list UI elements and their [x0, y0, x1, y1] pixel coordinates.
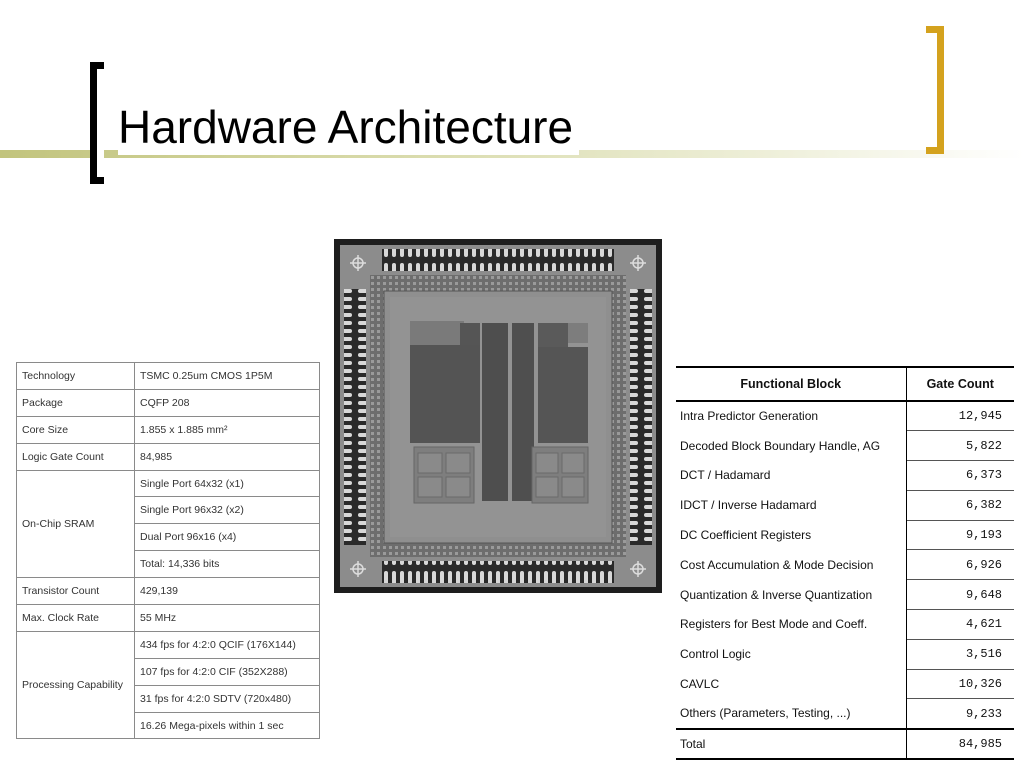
table-row: Registers for Best Mode and Coeff.4,621 — [676, 609, 1014, 640]
table-row: Technology TSMC 0.25um CMOS 1P5M — [16, 362, 320, 390]
table-header-row: Functional Block Gate Count — [676, 366, 1014, 402]
table-row: Single Port 96x32 (x2) — [17, 496, 320, 525]
gate-count: 6,926 — [906, 549, 1014, 581]
spec-key: Processing Capability — [16, 630, 135, 740]
total-gate-count: 84,985 — [906, 727, 1014, 760]
spec-key: Max. Clock Rate — [16, 604, 135, 632]
column-header-functional-block: Functional Block — [676, 366, 907, 402]
spec-value: Single Port 64x32 (x1) — [134, 469, 320, 498]
table-row: 31 fps for 4:2:0 SDTV (720x480) — [17, 684, 320, 713]
spec-key: Core Size — [16, 415, 135, 444]
spec-key: Technology — [16, 362, 135, 390]
title-right-bracket — [926, 26, 944, 154]
spec-value: 16.26 Mega-pixels within 1 sec — [134, 711, 320, 740]
spec-key: On-Chip SRAM — [16, 469, 135, 579]
spec-key: Logic Gate Count — [16, 442, 135, 471]
spec-value: 55 MHz — [134, 604, 320, 632]
gate-count: 9,648 — [906, 579, 1014, 611]
spec-key: Package — [16, 388, 135, 417]
total-label: Total — [676, 727, 907, 760]
block-name: Intra Predictor Generation — [676, 401, 907, 431]
spec-value: 84,985 — [134, 442, 320, 471]
block-name: Decoded Block Boundary Handle, AG — [676, 430, 907, 461]
title-left-bracket — [90, 62, 104, 184]
gate-count: 3,516 — [906, 639, 1014, 670]
spec-value: 434 fps for 4:2:0 QCIF (176X144) — [134, 630, 320, 659]
spec-key: Transistor Count — [16, 577, 135, 606]
gate-count: 9,193 — [906, 520, 1014, 551]
table-row: 107 fps for 4:2:0 CIF (352X288) — [17, 657, 320, 686]
block-name: Registers for Best Mode and Coeff. — [676, 609, 907, 640]
gate-count: 10,326 — [906, 669, 1014, 700]
gate-count: 12,945 — [906, 401, 1014, 432]
table-row: Processing Capability 434 fps for 4:2:0 … — [16, 630, 320, 740]
table-row: Others (Parameters, Testing, ...)9,233 — [676, 698, 1014, 730]
spec-value: 1.855 x 1.885 mm² — [134, 415, 320, 444]
table-row: 16.26 Mega-pixels within 1 sec — [17, 711, 320, 740]
block-name: IDCT / Inverse Hadamard — [676, 490, 907, 521]
table-row: Total: 14,336 bits — [17, 550, 320, 579]
slide-title: Hardware Architecture — [118, 100, 580, 156]
table-row: Max. Clock Rate 55 MHz — [16, 604, 320, 632]
spec-value: 429,139 — [134, 577, 320, 606]
spec-value: Single Port 96x32 (x2) — [134, 496, 320, 525]
gate-count: 5,822 — [906, 430, 1014, 462]
table-row: Logic Gate Count 84,985 — [16, 442, 320, 471]
table-row: Dual Port 96x16 (x4) — [17, 523, 320, 552]
gate-count-table: Functional Block Gate Count Intra Predic… — [676, 366, 1014, 760]
spec-value: 31 fps for 4:2:0 SDTV (720x480) — [134, 684, 320, 713]
column-header-gate-count: Gate Count — [906, 366, 1014, 402]
chip-spec-table: Technology TSMC 0.25um CMOS 1P5M Package… — [16, 362, 320, 740]
table-row: Core Size 1.855 x 1.885 mm² — [16, 415, 320, 444]
block-name: Cost Accumulation & Mode Decision — [676, 549, 907, 580]
block-name: DC Coefficient Registers — [676, 520, 907, 550]
spec-value: Dual Port 96x16 (x4) — [134, 523, 320, 552]
table-row: Transistor Count 429,139 — [16, 577, 320, 606]
spec-value: Total: 14,336 bits — [134, 550, 320, 579]
table-row: On-Chip SRAM Single Port 64x32 (x1) — [16, 469, 320, 579]
spec-value: 107 fps for 4:2:0 CIF (352X288) — [134, 657, 320, 686]
spec-value: TSMC 0.25um CMOS 1P5M — [134, 362, 320, 390]
block-name: DCT / Hadamard — [676, 460, 907, 491]
block-name: CAVLC — [676, 669, 907, 699]
block-name: Quantization & Inverse Quantization — [676, 579, 907, 610]
table-row: Package CQFP 208 — [16, 388, 320, 417]
chip-die-photo — [334, 239, 662, 593]
gate-count: 4,621 — [906, 609, 1014, 640]
die-photo-graphic — [334, 239, 662, 593]
gate-count: 6,382 — [906, 490, 1014, 521]
gate-count: 9,233 — [906, 698, 1014, 730]
block-name: Control Logic — [676, 639, 907, 670]
gate-count: 6,373 — [906, 460, 1014, 491]
spec-value: CQFP 208 — [134, 388, 320, 417]
block-name: Others (Parameters, Testing, ...) — [676, 698, 907, 729]
